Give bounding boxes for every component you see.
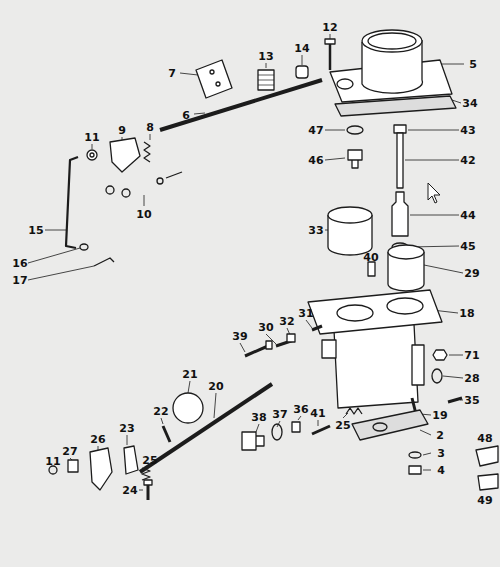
callout-number: 28 (463, 372, 480, 385)
callout-number: 41 (309, 407, 326, 420)
callout-number: 25 (334, 419, 351, 432)
leader-lines (28, 34, 464, 490)
callout-number: 39 (231, 330, 248, 343)
callout-number: 10 (135, 208, 152, 221)
callout-number: 9 (117, 124, 127, 137)
screws (245, 326, 322, 356)
callout-number: 16 (11, 257, 28, 270)
callout-number: 34 (461, 97, 478, 110)
gasket (335, 96, 456, 116)
callout-number: 24 (121, 484, 138, 497)
callout-number: 19 (431, 409, 448, 422)
callout-number: 45 (459, 240, 476, 253)
callout-number: 6 (181, 109, 191, 122)
choke-assembly (66, 60, 322, 266)
callout-number: 40 (362, 251, 379, 264)
throttle-assembly (49, 384, 362, 500)
callout-number: 22 (152, 405, 169, 418)
callout-number: 37 (271, 408, 288, 421)
callout-number: 15 (27, 224, 44, 237)
callout-number: 32 (278, 315, 295, 328)
callout-number: 30 (257, 321, 274, 334)
callout-number: 48 (476, 432, 493, 445)
callout-number: 46 (307, 154, 324, 167)
callout-number: 3 (436, 447, 446, 460)
callout-number: 36 (292, 403, 309, 416)
callout-number: 14 (293, 42, 310, 55)
callout-number: 11 (44, 455, 61, 468)
callout-number: 18 (458, 307, 475, 320)
callout-number: 5 (468, 58, 478, 71)
callout-number: 49 (476, 494, 493, 507)
float-parts (328, 207, 424, 291)
callout-number: 20 (207, 380, 224, 393)
callout-number: 42 (459, 154, 476, 167)
callout-number: 31 (297, 307, 314, 320)
callout-number: 38 (250, 411, 267, 424)
callout-number: 4 (436, 464, 446, 477)
callout-number: 2 (435, 429, 445, 442)
callout-number: 44 (459, 209, 476, 222)
callout-number: 71 (463, 349, 480, 362)
callout-number: 35 (463, 394, 480, 407)
flange-parts (352, 350, 498, 490)
callout-number: 23 (118, 422, 135, 435)
callout-number: 21 (181, 368, 198, 381)
callout-number: 25 (141, 454, 158, 467)
callout-number: 26 (89, 433, 106, 446)
callout-number: 13 (257, 50, 274, 63)
callout-number: 29 (463, 267, 480, 280)
callout-number: 47 (307, 124, 324, 137)
callout-number: 17 (11, 274, 28, 287)
callout-number: 7 (167, 67, 177, 80)
callout-number: 43 (459, 124, 476, 137)
callout-number: 33 (307, 224, 324, 237)
callout-number: 8 (145, 121, 155, 134)
carburetor-body (308, 290, 442, 408)
air-horn (325, 30, 452, 102)
callout-number: 12 (321, 21, 338, 34)
mouse-cursor (428, 183, 440, 203)
callout-number: 27 (61, 445, 78, 458)
callout-number: 11 (83, 131, 100, 144)
